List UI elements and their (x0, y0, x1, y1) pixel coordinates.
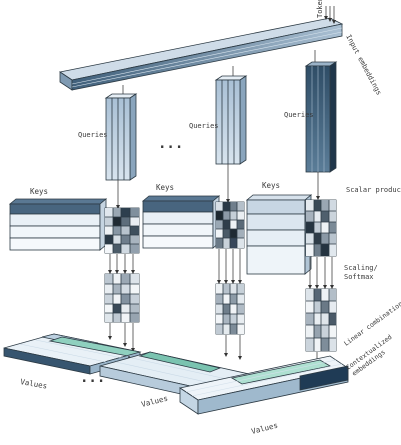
values-ellipsis: ... (80, 370, 105, 386)
queries-label-3: Queries (284, 111, 314, 119)
values-label-2: Values (140, 394, 168, 409)
query-block-3 (304, 61, 338, 173)
queries-label-1: Queries (78, 131, 108, 139)
query-block-1 (104, 93, 138, 181)
scaling-label-line2: Softmax (344, 273, 374, 281)
input-embeddings-label: Input embeddings (344, 33, 383, 96)
values-slab-3 (178, 355, 350, 415)
keys-label-1: Keys (30, 187, 48, 196)
softmax-matrix-1 (104, 273, 140, 323)
keys-block-1 (8, 198, 108, 251)
input-embeddings-bar (58, 17, 344, 91)
scaling-label-line1: Scaling/ (344, 264, 378, 272)
scalar-product-label: Scalar product (346, 186, 401, 194)
keys-label-3: Keys (262, 181, 280, 190)
values-label-3: Values (250, 421, 278, 436)
queries-ellipsis: ... (158, 136, 183, 152)
token-arrows (324, 6, 336, 24)
keys-label-2: Keys (156, 183, 174, 192)
linear-combination-label: Linear combination (342, 300, 401, 348)
softmax-matrix-2 (215, 283, 245, 335)
keys-block-3 (245, 194, 313, 275)
score-matrix-3 (305, 199, 337, 257)
softmax-matrix-3 (305, 288, 337, 352)
queries-label-2: Queries (189, 122, 219, 130)
tokens-label: Tokens (316, 0, 324, 18)
scaling-arrows (108, 249, 334, 289)
query-block-2 (214, 75, 248, 165)
values-slab-1 (3, 333, 142, 375)
score-matrix-1 (104, 207, 140, 254)
values-inner-ellipsis: ... (126, 350, 144, 361)
score-matrix-2 (215, 201, 245, 249)
keys-block-2 (141, 195, 221, 249)
values-label-1: Values (20, 377, 48, 391)
